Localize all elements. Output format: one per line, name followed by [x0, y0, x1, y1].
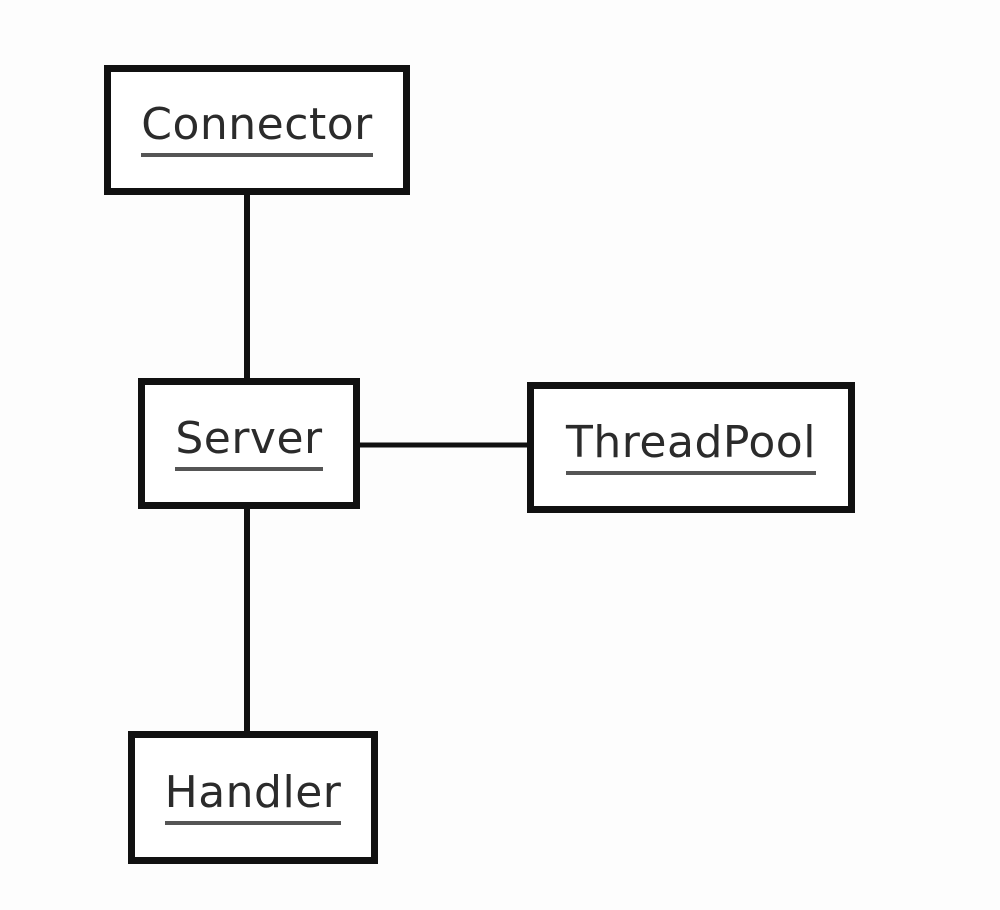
node-server[interactable]: Server — [138, 378, 360, 509]
node-handler[interactable]: Handler — [128, 731, 378, 864]
node-threadpool-label: ThreadPool — [566, 420, 816, 475]
node-handler-label: Handler — [164, 770, 342, 825]
node-server-label: Server — [175, 416, 323, 471]
node-threadpool[interactable]: ThreadPool — [527, 382, 855, 513]
node-connector-label: Connector — [141, 103, 373, 157]
node-connector[interactable]: Connector — [104, 65, 410, 195]
